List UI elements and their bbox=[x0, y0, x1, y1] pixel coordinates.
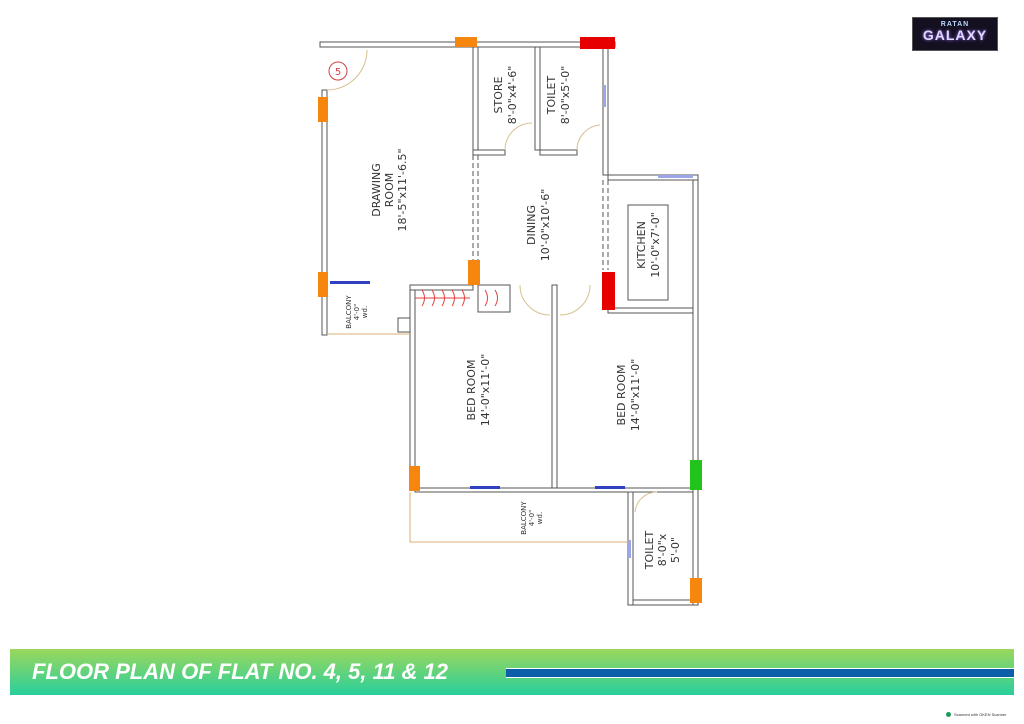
marker-blocks bbox=[318, 37, 702, 603]
svg-text:wd.: wd. bbox=[536, 512, 544, 524]
svg-text:BED ROOM: BED ROOM bbox=[465, 360, 478, 421]
svg-text:8'-0"x5'-0": 8'-0"x5'-0" bbox=[559, 66, 572, 125]
svg-text:10'-0"x10'-6": 10'-0"x10'-6" bbox=[539, 189, 552, 262]
scanner-text: Scanned with OKEN Scanner bbox=[954, 712, 1007, 717]
svg-text:BALCONY: BALCONY bbox=[520, 501, 528, 535]
wardrobe bbox=[415, 289, 498, 307]
svg-text:4'-0": 4'-0" bbox=[353, 304, 361, 321]
svg-text:5: 5 bbox=[335, 67, 341, 78]
walls bbox=[319, 41, 699, 606]
svg-text:14'-0"x11'-0": 14'-0"x11'-0" bbox=[479, 354, 492, 427]
label-balcony-1: BALCONY 4'-0" wd. bbox=[345, 295, 369, 329]
logo-line2: GALAXY bbox=[922, 27, 988, 43]
logo-line1: RATAN bbox=[940, 21, 970, 28]
label-store: STORE 8'-0"x4'-6" bbox=[492, 66, 519, 125]
label-dining: DINING 10'-0"x10'-6" bbox=[525, 189, 552, 262]
svg-text:wd.: wd. bbox=[361, 306, 369, 318]
scanner-icon bbox=[946, 712, 951, 718]
label-toilet-1: TOILET 8'-0"x5'-0" bbox=[545, 66, 572, 125]
door-swings bbox=[326, 49, 658, 513]
svg-text:STORE: STORE bbox=[492, 76, 505, 113]
svg-text:TOILET: TOILET bbox=[545, 76, 558, 116]
svg-text:KITCHEN: KITCHEN bbox=[635, 221, 648, 269]
banner-title: FLOOR PLAN OF FLAT NO. 4, 5, 11 & 12 bbox=[32, 659, 449, 684]
label-toilet-2: TOILET 8'-0"x 5'-0" bbox=[643, 531, 682, 571]
svg-text:8'-0"x: 8'-0"x bbox=[656, 533, 669, 566]
svg-text:10'-0"x7'-0": 10'-0"x7'-0" bbox=[649, 212, 662, 278]
label-bedroom-1: BED ROOM 14'-0"x11'-0" bbox=[465, 354, 492, 427]
scanner-watermark: Scanned with OKEN Scanner bbox=[946, 712, 1007, 718]
banner-stripe bbox=[506, 668, 1014, 678]
svg-text:ROOM: ROOM bbox=[383, 173, 396, 207]
svg-text:8'-0"x4'-6": 8'-0"x4'-6" bbox=[506, 66, 519, 125]
svg-text:5'-0": 5'-0" bbox=[669, 537, 682, 563]
svg-text:DRAWING: DRAWING bbox=[370, 163, 383, 216]
label-balcony-2: BALCONY 4'-0" wd. bbox=[520, 501, 544, 535]
floor-plan: 5 DRAWING ROOM 18'-5"x11'-6.5" STORE 8'-… bbox=[318, 37, 702, 606]
ratan-galaxy-logo: RATAN GALAXY bbox=[912, 17, 998, 51]
svg-text:14'-0"x11'-0": 14'-0"x11'-0" bbox=[629, 359, 642, 432]
svg-text:18'-5"x11'-6.5": 18'-5"x11'-6.5" bbox=[396, 148, 409, 231]
entry-marker: 5 bbox=[328, 61, 348, 81]
label-drawing-room: DRAWING ROOM 18'-5"x11'-6.5" bbox=[370, 148, 409, 231]
svg-text:BALCONY: BALCONY bbox=[345, 295, 353, 329]
balconies bbox=[327, 333, 630, 543]
svg-text:BED ROOM: BED ROOM bbox=[615, 365, 628, 426]
label-kitchen: KITCHEN 10'-0"x7'-0" bbox=[635, 212, 662, 278]
label-bedroom-2: BED ROOM 14'-0"x11'-0" bbox=[615, 359, 642, 432]
svg-text:TOILET: TOILET bbox=[643, 531, 656, 571]
svg-text:DINING: DINING bbox=[525, 205, 538, 245]
title-banner: FLOOR PLAN OF FLAT NO. 4, 5, 11 & 12 bbox=[10, 649, 1014, 695]
svg-text:4'-0": 4'-0" bbox=[528, 510, 536, 527]
